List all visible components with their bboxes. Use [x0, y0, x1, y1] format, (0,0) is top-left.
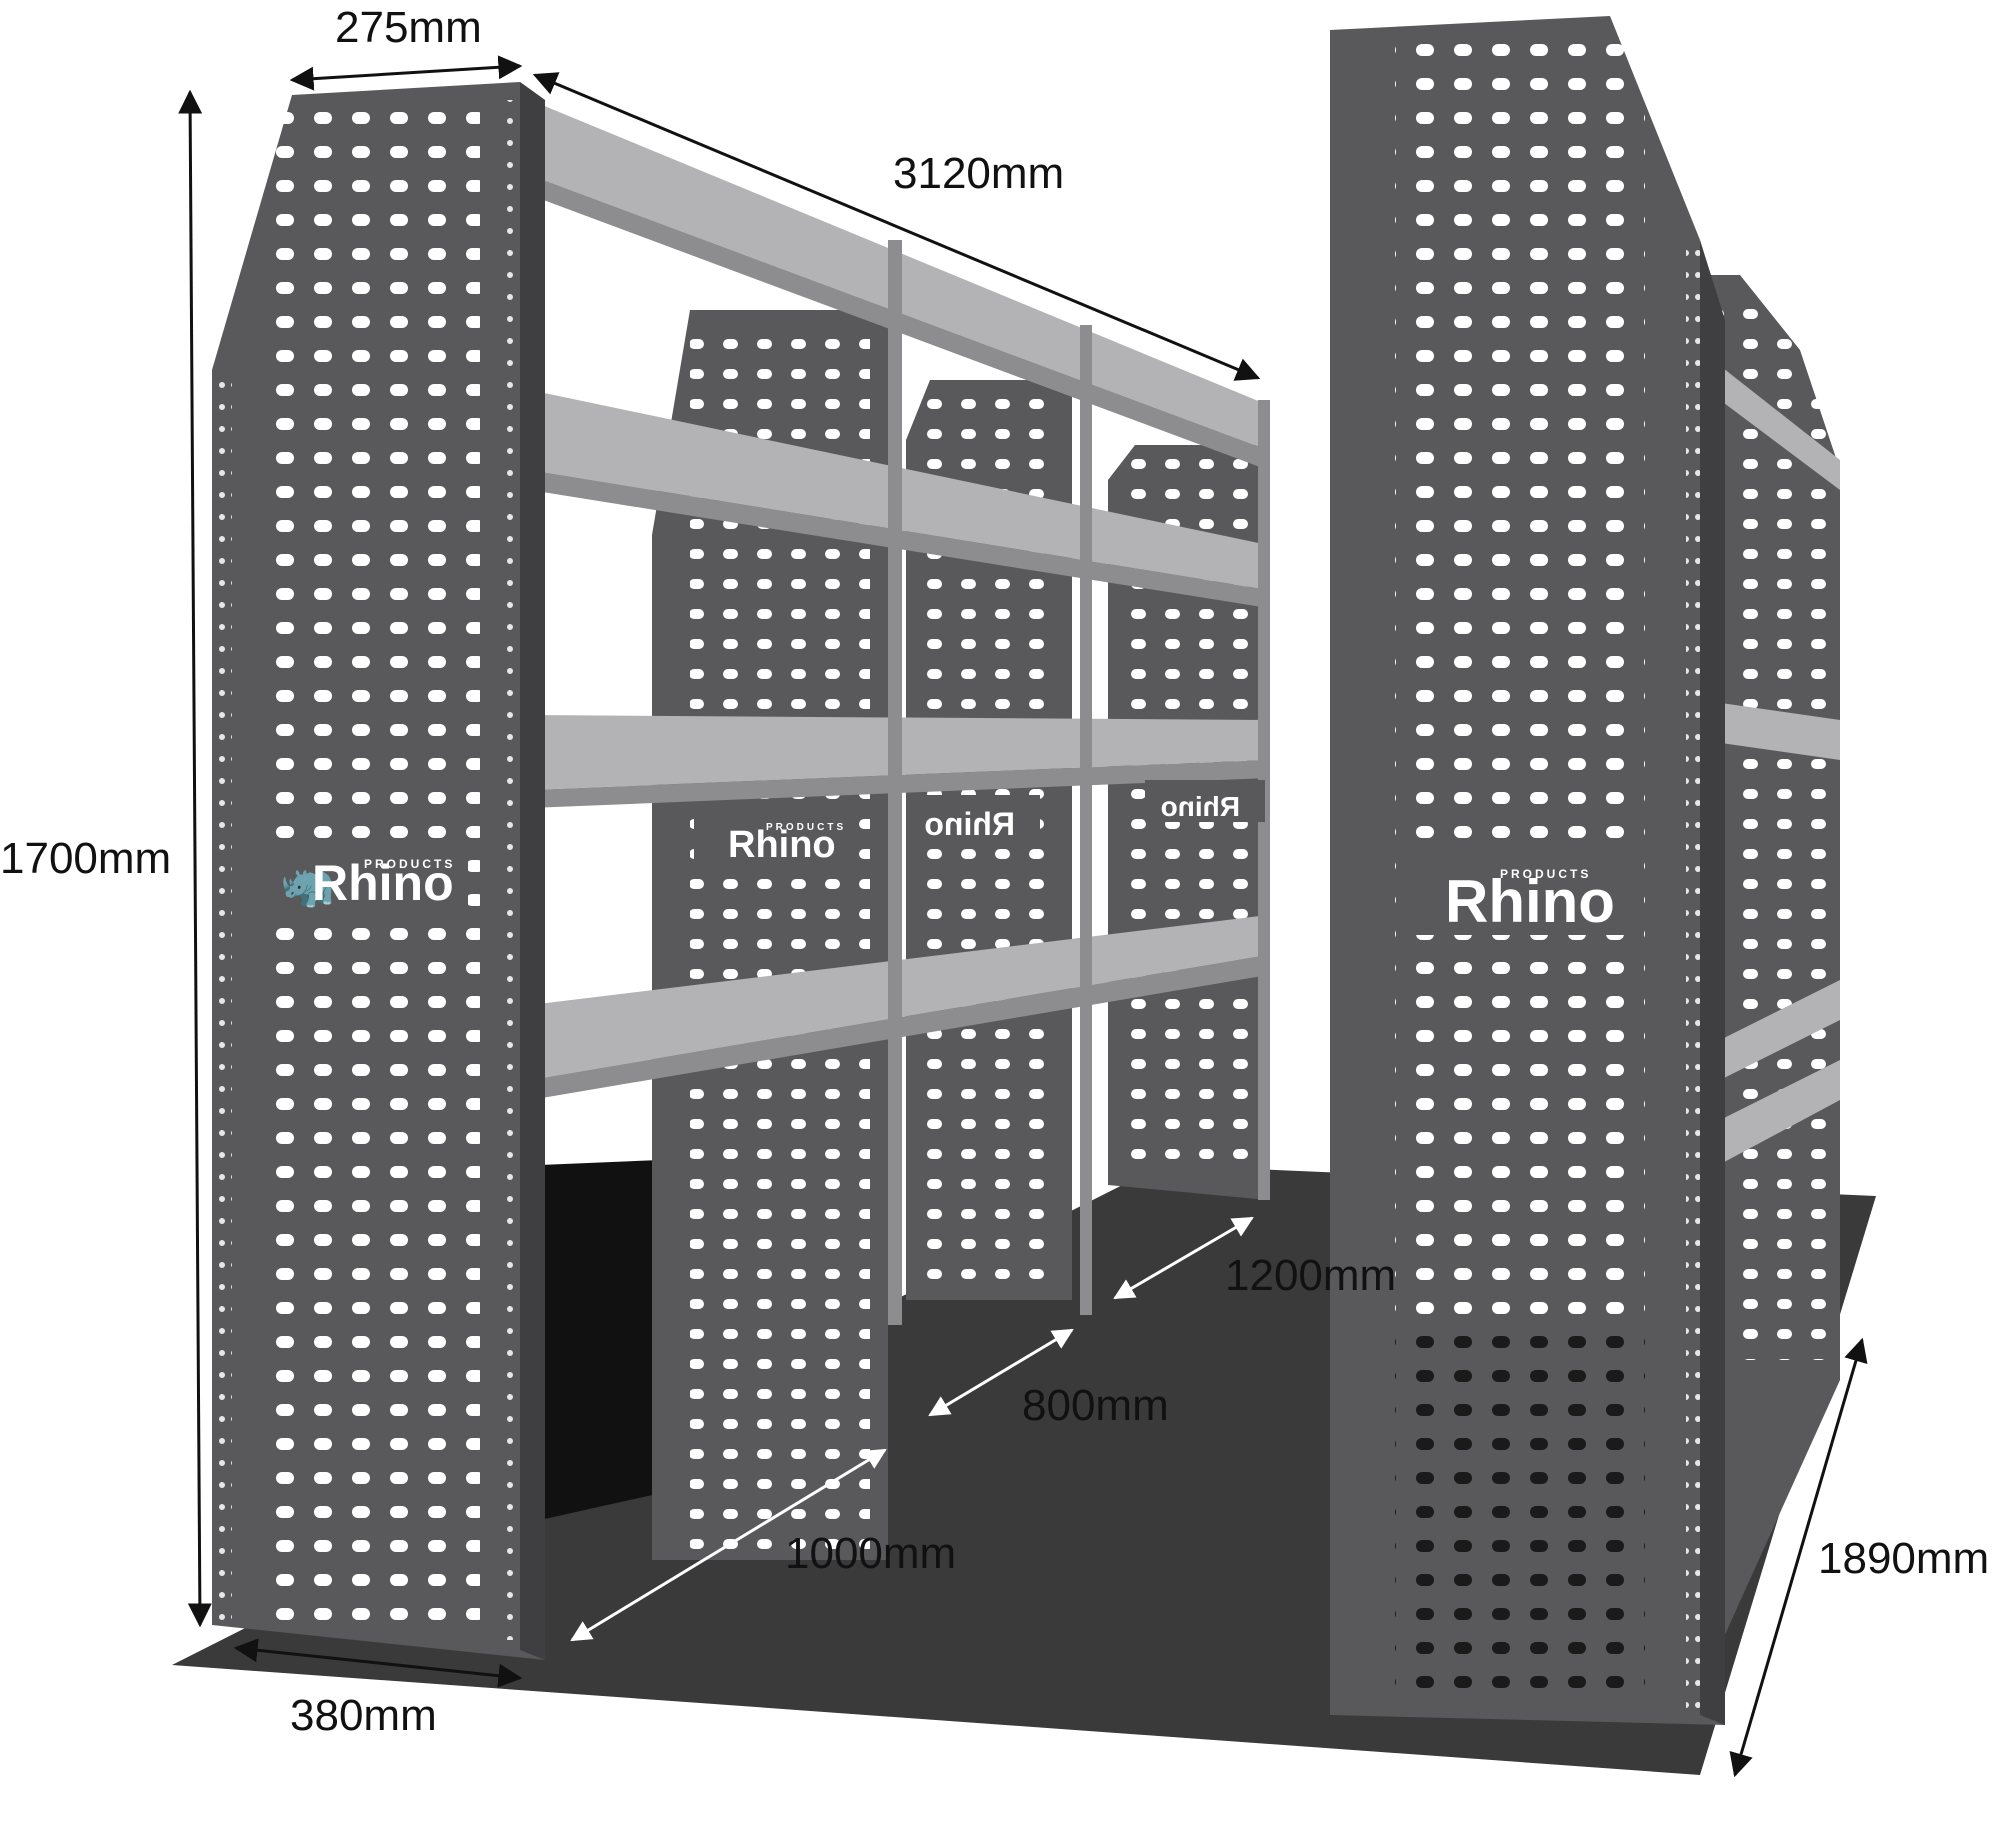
rhino-logo-word: Rhino [728, 824, 836, 866]
shelf [1700, 980, 1840, 1090]
rhino-logo-tagline: PRODUCTS [1500, 867, 1591, 881]
arrow-275mm [289, 55, 523, 91]
shelf [1700, 1060, 1840, 1175]
arrow-1890mm [1729, 1337, 1868, 1778]
edge-holes [1686, 250, 1700, 1710]
label-1000mm: 1000mm [785, 1529, 956, 1578]
label-800mm: 800mm [1022, 1381, 1169, 1430]
arrow-3120mm [532, 72, 1261, 381]
logo-plate [1145, 780, 1265, 822]
rhino-logo-word: Rhino [924, 806, 1015, 842]
arrow-1000mm [570, 1448, 887, 1642]
shelf-connector [888, 240, 902, 1325]
hole-grid [1395, 40, 1645, 1325]
logo-plate [268, 845, 468, 913]
arrow-1200mm [1113, 1216, 1254, 1300]
shelf [1700, 700, 1840, 760]
rhino-logo-left-mid-2: Rhino [910, 795, 1040, 843]
rhino-logo-mark: 🦏 [280, 861, 335, 910]
shelf-connector [1080, 325, 1092, 1315]
edge-holes [505, 100, 519, 1640]
rhino-logo-word: Rhino [1161, 791, 1240, 822]
shelf [1700, 350, 1840, 490]
rhino-logo-tagline: PRODUCTS [766, 822, 846, 833]
hole-grid-lower [1395, 1325, 1645, 1695]
rhino-logo-tagline: PRODUCTS [364, 857, 455, 871]
arrow-380mm [233, 1638, 523, 1688]
dimension-arrows-floor [570, 1216, 1254, 1642]
arrow-800mm [928, 1328, 1074, 1417]
panel-fold [520, 82, 545, 1660]
logo-plate [694, 810, 854, 865]
label-380mm: 380mm [290, 1691, 437, 1740]
arrow-1700mm [178, 89, 212, 1628]
logo-plate [1400, 855, 1630, 935]
logo-plate [910, 795, 1040, 843]
dimension-arrows [178, 55, 1868, 1778]
label-1700mm: 1700mm [0, 834, 171, 883]
panel-fold [1700, 240, 1725, 1725]
hole-grid [1715, 300, 1830, 1360]
label-275mm: 275mm [335, 3, 482, 52]
edge-holes [218, 380, 232, 1620]
rhino-logo-word: Rhino [312, 855, 454, 911]
label-1890mm: 1890mm [1818, 1534, 1989, 1583]
rhino-logo-word: Rhino [1445, 868, 1615, 935]
rhino-logo-left-rear: Rhino [1145, 780, 1265, 822]
rhino-logo-left-front: 🦏 Rhino PRODUCTS [268, 845, 468, 913]
label-1200mm: 1200mm [1225, 1251, 1396, 1300]
label-3120mm: 3120mm [893, 149, 1064, 198]
rhino-logo-right-front: Rhino PRODUCTS [1400, 855, 1630, 935]
rhino-logo-left-mid: Rhino PRODUCTS [694, 810, 854, 866]
